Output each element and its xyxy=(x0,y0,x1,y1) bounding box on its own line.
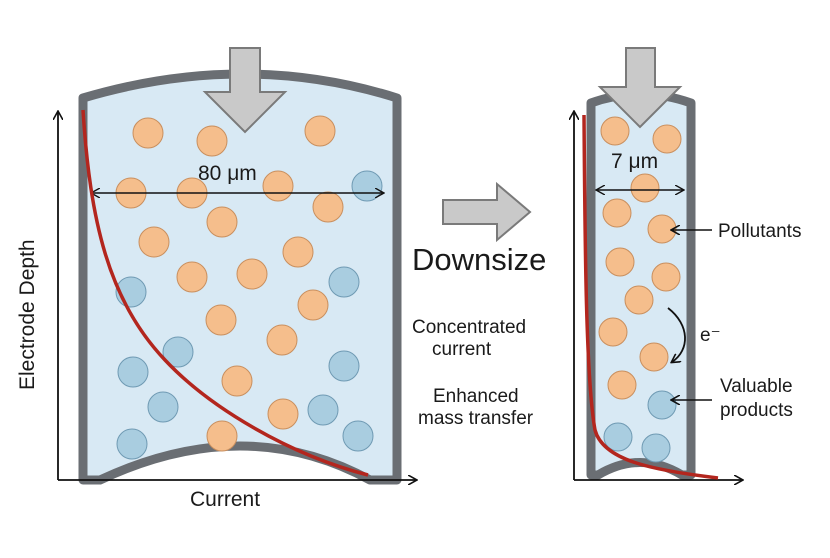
large-pore-product-particle xyxy=(147,391,179,423)
concentrated-current-label-line2: current xyxy=(432,339,492,360)
large-pore-product-particle xyxy=(116,428,148,460)
large-pore-pollutant-particle xyxy=(297,289,329,321)
large-pore-pollutant-particle xyxy=(206,420,238,452)
large-pore-product-particle xyxy=(117,356,149,388)
large-pore-product-particle xyxy=(342,420,374,452)
large-pore-pollutant-particle xyxy=(262,170,294,202)
narrow-pore-product-particle xyxy=(647,390,677,420)
large-pore-particles xyxy=(115,115,383,460)
large-pore-pollutant-particle xyxy=(206,206,238,238)
narrow-pore-pollutant-particle xyxy=(624,285,654,315)
x-axis-label: Current xyxy=(190,488,260,511)
large-pore-pollutant-particle xyxy=(236,258,268,290)
narrow-pore-pollutant-particle xyxy=(651,262,681,292)
large-pore-pollutant-particle xyxy=(312,191,344,223)
large-pore-pollutant-particle xyxy=(267,398,299,430)
narrow-pore-pollutant-particle xyxy=(639,342,669,372)
large-pore-product-particle xyxy=(162,336,194,368)
narrow-pore-pollutant-particle xyxy=(652,124,682,154)
enhanced-mass-transfer-label-line2: mass transfer xyxy=(418,408,534,429)
large-pore-current-curve xyxy=(81,109,369,477)
valuable-products-label-line1: Valuable xyxy=(720,376,793,397)
narrow-pore-pollutant-particle xyxy=(647,214,677,244)
narrow-pore-pollutant-particle xyxy=(607,370,637,400)
large-pore-pollutant-particle xyxy=(132,117,164,149)
narrow-pore-width-label: 7 μm xyxy=(611,150,658,173)
narrow-pore-pollutant-particle xyxy=(605,247,635,277)
large-pore-product-particle xyxy=(351,170,383,202)
concentrated-current-label-line1: Concentrated xyxy=(412,317,526,338)
large-pore-pollutant-particle xyxy=(221,365,253,397)
narrow-pore-pollutant-particle xyxy=(600,116,630,146)
large-pore-pollutant-particle xyxy=(176,261,208,293)
narrow-pore-product-particle xyxy=(603,422,633,452)
electron-label: e⁻ xyxy=(700,325,721,346)
narrow-pore-pollutant-particle xyxy=(630,173,660,203)
narrow-pore-pollutant-particle xyxy=(598,317,628,347)
narrow-pore-pollutant-particle xyxy=(602,198,632,228)
large-pore-inflow-arrow xyxy=(202,47,288,134)
y-axis-label: Electrode Depth xyxy=(16,239,39,390)
narrow-pore-product-particle xyxy=(641,433,671,463)
narrow-pore-inflow-arrow xyxy=(597,47,683,129)
large-pore-product-particle xyxy=(328,266,360,298)
downsize-label: Downsize xyxy=(412,242,546,277)
large-pore-pollutant-particle xyxy=(282,236,314,268)
narrow-pore-current-curve xyxy=(582,114,719,480)
electron-transfer-arrow xyxy=(667,307,686,362)
narrow-pore-particles xyxy=(598,116,682,463)
large-pore-pollutant-particle xyxy=(266,324,298,356)
large-pore-pollutant-particle xyxy=(205,304,237,336)
enhanced-mass-transfer-label-line1: Enhanced xyxy=(433,386,519,407)
valuable-products-label-line2: products xyxy=(720,400,793,421)
large-pore-product-particle xyxy=(328,350,360,382)
large-pore-product-particle xyxy=(307,394,339,426)
large-pore-pollutant-particle xyxy=(138,226,170,258)
pollutants-label: Pollutants xyxy=(718,221,801,242)
large-pore-width-label: 80 μm xyxy=(198,162,257,185)
large-pore-pollutant-particle xyxy=(196,125,228,157)
downsize-arrow xyxy=(442,181,532,243)
large-pore-pollutant-particle xyxy=(304,115,336,147)
